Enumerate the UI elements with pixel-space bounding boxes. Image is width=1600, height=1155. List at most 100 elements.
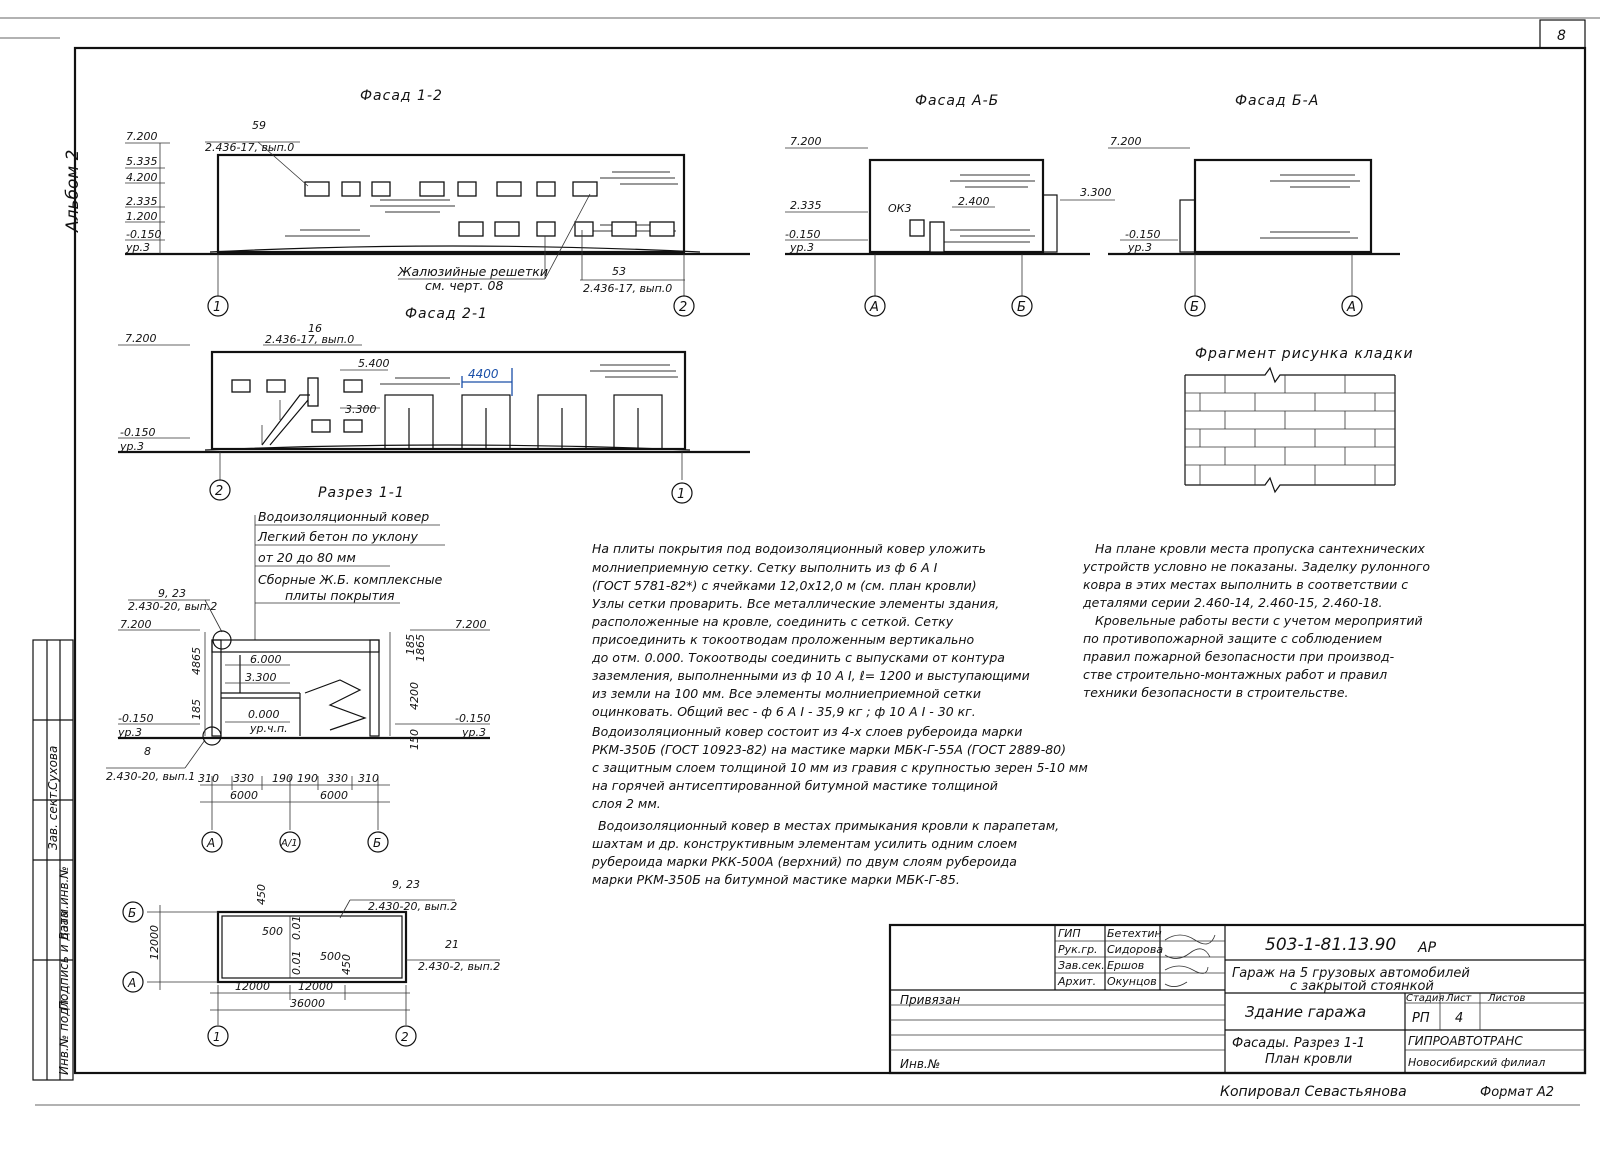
facade-b-a-title: Фасад Б-А: [1235, 93, 1319, 109]
section-layer-2: Легкий бетон по уклону: [257, 529, 418, 544]
role-zav: Зав.сек.: [1058, 959, 1105, 972]
role-ruk: Рук.гр.: [1058, 943, 1098, 956]
note-main-line: Узлы сетки проварить. Все металлические …: [592, 596, 999, 611]
sheet-title-1: Фасады. Разрез 1-1: [1232, 1036, 1365, 1051]
section-level-3300: 3.300: [245, 671, 277, 684]
section-level-ur3-left: ур.3: [117, 726, 142, 739]
section-dim-top-1: 310: [198, 772, 219, 785]
section-level-6000: 6.000: [250, 653, 282, 666]
note-main-line: расположенные на кровле, соединить с сет…: [591, 614, 954, 629]
roof-node-ref: 2.430-20, вып.2: [368, 900, 457, 913]
note-main-line: Водоизоляционный ковер состоит из 4-х сл…: [592, 724, 1022, 739]
inv-label: Инв.№: [900, 1057, 940, 1071]
roof-dim-inner-4: 450: [340, 954, 353, 975]
sheet-number: 8: [1557, 28, 1566, 44]
stage-value: РП: [1412, 1011, 1430, 1026]
f12-level-ur3: ур.3: [125, 241, 150, 254]
f21-axis-1: 1: [677, 487, 685, 502]
f12-louver-note-2: см. черт. 08: [425, 278, 503, 293]
f21-ref-num: 16: [308, 322, 322, 335]
section-layer-1: Водоизоляционный ковер: [258, 509, 429, 524]
note-right-line: стве строительно-монтажных работ и прави…: [1083, 667, 1387, 682]
section-dim-top-2: 330: [233, 772, 254, 785]
stamp-cell-name: Сухова: [46, 746, 60, 790]
section-node-top-num: 9, 23: [158, 587, 186, 600]
masonry-fragment: Фрагмент рисунка кладки: [1184, 346, 1414, 494]
section-title: Разрез 1-1: [318, 485, 405, 501]
note-main-line: шахтам и др. конструктивным элементам ус…: [592, 836, 1017, 851]
section-dim-185-right: 185: [404, 634, 417, 655]
facade-b-a: Фасад Б-А 7.200 -0.150 ур.3 Б А: [1108, 93, 1400, 317]
note-main-line: оцинковать. Общий вес - ф 6 А I - 35,9 к…: [592, 704, 976, 719]
sheet-value: 4: [1455, 1011, 1463, 1026]
note-main-line: заземления, выполненными из ф 10 А I, ℓ=…: [592, 668, 1030, 683]
right-notes: На плане кровли места пропуска сантехнич…: [1082, 541, 1430, 700]
name-zav: Ершов: [1107, 959, 1144, 972]
fab-axis-a: А: [869, 300, 879, 315]
fab-window-ok3: ОК3: [888, 202, 911, 215]
signatures: [1164, 934, 1216, 987]
f12-top-ref-num: 59: [252, 119, 266, 132]
role-gip: ГИП: [1058, 927, 1081, 940]
name-arch: Окунцов: [1107, 975, 1157, 988]
org-name: ГИПРОАВТОТРАНС: [1408, 1034, 1523, 1048]
section-level-7200-right: 7.200: [455, 618, 487, 631]
f12-axis-1-bubble: [207, 295, 229, 317]
fba-level-m0150: -0.150: [1125, 228, 1160, 241]
main-notes: На плиты покрытия под водоизоляционный к…: [591, 541, 1088, 887]
header-sheets: Листов: [1487, 993, 1525, 1004]
paper-format: Формат А2: [1480, 1085, 1554, 1100]
roof-dim-inner-5: 0.01: [290, 916, 303, 941]
roof-axis-row-b: Б: [128, 906, 136, 920]
section-axis-a1: А/1: [280, 838, 298, 849]
section-level-0000: 0.000: [248, 708, 280, 721]
section-dim-150: 150: [408, 729, 421, 750]
stamp-cell-inv: Инв.№ подл.: [57, 996, 71, 1075]
note-main-line: РКМ-350Б (ГОСТ 10923-82) на мастике марк…: [592, 742, 1066, 757]
project-line-2: с закрытой стоянкой: [1290, 979, 1434, 994]
header-sheet: Лист: [1445, 993, 1473, 1004]
section-node-bottom-ref: 2.430-20, вып.1: [106, 770, 195, 783]
note-right-line: ковра в этих местах выполнить в соответс…: [1083, 577, 1408, 592]
stamp-cell-head: Зав. сект.: [46, 788, 60, 850]
f12-top-ref: 2.436-17, вып.0: [205, 141, 294, 154]
section-axis-a: А: [206, 836, 215, 850]
note-main-line: из земли на 100 мм. Все элементы молниеп…: [592, 686, 981, 701]
note-main-line: рубероида марки РКК-500А (верхний) по дв…: [591, 854, 1017, 869]
fab-axis-b: Б: [1017, 300, 1026, 315]
fab-level-7200: 7.200: [790, 135, 822, 148]
roof-dim-inner-3: 500: [320, 950, 341, 963]
f12-bottom-ref-num: 53: [612, 265, 626, 278]
roof-side-num: 21: [445, 938, 459, 951]
fab-level-ur3: ур.3: [789, 241, 814, 254]
fab-level-2400: 2.400: [958, 195, 990, 208]
roof-dim-bottom-1: 12000: [235, 980, 270, 993]
section-dim-4865: 4865: [190, 647, 203, 675]
header-stage: Стадия: [1406, 993, 1444, 1004]
note-right-line: правил пожарной безопасности при произво…: [1083, 649, 1395, 664]
facade-1-2-title: Фасад 1-2: [360, 88, 443, 104]
section-layer-4: Сборные Ж.Б. комплексные: [258, 572, 443, 587]
f12-level-5335: 5.335: [126, 155, 158, 168]
note-main-line: с защитным слоем толщиной 10 мм из грави…: [592, 760, 1088, 775]
project-line-1: Гараж на 5 грузовых автомобилей: [1232, 966, 1470, 981]
f12-axis-1: 1: [213, 300, 221, 315]
section-node-bottom-num: 8: [144, 745, 151, 758]
section-dim-1865: 1865: [414, 634, 427, 662]
note-right-line: деталями серии 2.460-14, 2.460-15, 2.460…: [1082, 595, 1383, 610]
note-main-line: (ГОСТ 5781-82*) с ячейками 12,0х12,0 м (…: [592, 578, 977, 593]
note-main-line: Водоизоляционный ковер в местах примыкан…: [598, 818, 1059, 833]
note-right-line: по противопожарной защите с соблюдением: [1083, 631, 1382, 646]
note-main-line: присоединить к токоотводам проложенным в…: [592, 632, 975, 647]
f12-level-2335: 2.335: [126, 195, 158, 208]
masonry-title: Фрагмент рисунка кладки: [1195, 346, 1414, 362]
section-layer-5: плиты покрытия: [285, 588, 395, 603]
section-level-ur3-right: ур.3: [461, 726, 486, 739]
f21-level-3300: 3.300: [345, 403, 377, 416]
section-dim-top-3: 190: [272, 772, 293, 785]
fab-level-2335: 2.335: [790, 199, 822, 212]
section-dim-bottom-1: 6000: [230, 789, 258, 802]
facade-1-2: Фасад 1-2 7.200 5.335 4.200 2.335 1.200: [125, 88, 750, 317]
section-node-top-ref: 2.430-20, вып.2: [128, 600, 217, 613]
